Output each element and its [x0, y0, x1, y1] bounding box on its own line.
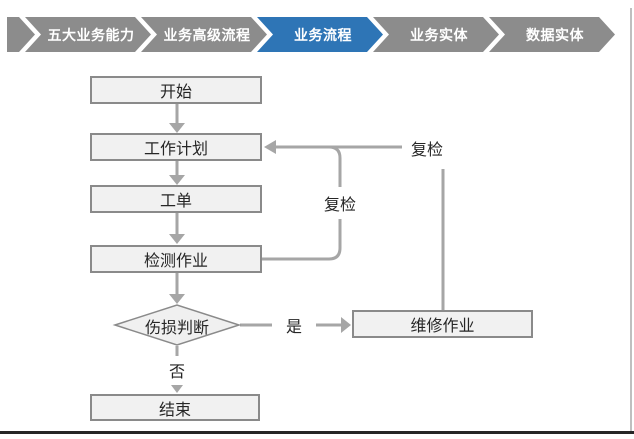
flow-node-inspection: 检测作业 [90, 245, 262, 273]
arrowhead-recheck-into-plan-icon [264, 140, 276, 154]
arrowhead-into-order-icon [169, 175, 185, 185]
edge-label-no: 否 [168, 364, 186, 381]
edge-label-recheck-inner: 复检 [323, 197, 357, 214]
edge-label-yes: 是 [285, 319, 303, 336]
slide-right-border [630, 8, 632, 433]
slide-bottom-rule [0, 431, 634, 434]
edge-label-recheck-outer: 复检 [410, 142, 444, 159]
arrowhead-into-end-icon [171, 385, 183, 393]
flow-node-end: 结束 [90, 394, 260, 421]
arrowhead-into-inspect-icon [169, 234, 185, 244]
flow-node-repair: 维修作业 [352, 310, 533, 338]
arrowhead-into-plan-icon [169, 123, 185, 133]
process-step-nav: 五大业务能力 业务高级流程 业务流程 业务实体 数据实体 [7, 17, 615, 52]
arrowhead-into-decision-icon [169, 294, 185, 304]
flow-node-damage-decision-label: 伤损判断 [144, 320, 210, 337]
flow-node-work-order: 工单 [90, 185, 262, 213]
nav-item-business-entity[interactable]: 业务实体 [373, 17, 499, 52]
arrowhead-into-repair-icon [341, 317, 351, 333]
flow-node-start: 开始 [90, 76, 262, 104]
nav-item-five-capabilities[interactable]: 五大业务能力 [25, 17, 151, 52]
nav-item-high-level-process[interactable]: 业务高级流程 [141, 17, 267, 52]
nav-item-business-process-active[interactable]: 业务流程 [257, 17, 383, 52]
recheck-inner-loop-upper-line [276, 145, 342, 187]
recheck-inner-loop-lower-line [262, 219, 342, 261]
flow-node-work-plan: 工作计划 [90, 133, 262, 161]
nav-item-data-entity[interactable]: 数据实体 [489, 17, 615, 52]
